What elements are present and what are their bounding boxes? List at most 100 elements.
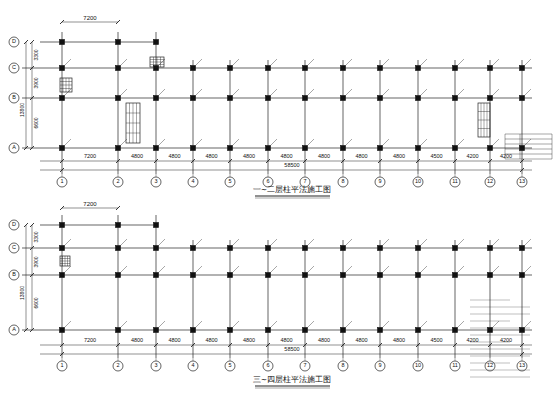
drawing-line [156,358,157,361]
column-mark [191,66,196,71]
axis-number: 12 [487,363,493,369]
axis-number: 4 [191,363,194,369]
column-mark [520,273,525,278]
column-mark [416,66,421,71]
axis-bubble [485,361,495,371]
drawing-line [380,358,381,361]
dimension-text: 7200 [83,201,96,207]
dimension-text: 4800 [205,154,217,160]
drawing-line [305,240,306,358]
column-mark [228,246,233,251]
drawing-line [60,159,64,163]
drawing-line [255,196,330,197]
column-mark [341,66,346,71]
drawing-line [60,206,64,210]
axis-bubble [517,361,527,371]
dimension-text: 4800 [131,154,143,160]
axis-bubble [9,63,19,73]
drawing-line [271,266,277,272]
column-mark [266,96,271,101]
column-mark [453,328,458,333]
drawing-line [525,239,531,245]
column-mark [191,96,196,101]
drawing-line [60,168,64,172]
axis-bubble [338,177,348,187]
drawing-line [520,134,521,159]
drawing-line [196,89,202,95]
drawing-line [418,60,419,174]
drawing-line [118,32,119,174]
drawing-line [490,240,491,358]
drawing-line [522,240,523,358]
column-mark [416,246,421,251]
drawing-line [118,358,119,361]
column-mark [341,328,346,333]
column-mark [60,328,65,333]
drawing-line [159,321,165,327]
column-mark [520,66,525,71]
axis-bubble [151,361,161,371]
dimension-text: 4200 [500,338,512,344]
drawing-line [268,358,269,361]
drawing-line [520,159,524,163]
axis-number: A [12,327,16,333]
drawing-line [196,266,202,272]
column-mark [303,146,308,151]
drawing-line [490,174,491,177]
drawing-line [30,223,34,227]
drawing-line [118,215,119,358]
drawing-line [266,343,270,347]
axis-number: 1 [60,179,63,185]
drawing-line [230,60,231,174]
drawing-line [228,343,232,347]
column-mark [116,223,121,228]
drawing-line [62,22,118,23]
column-mark [60,146,65,151]
drawing-line [60,263,70,264]
drawing-line [343,174,344,177]
drawing-line [421,239,427,245]
drawing-line [522,60,523,174]
column-mark [116,246,121,251]
drawing-line [196,321,202,327]
drawing-line [505,149,552,150]
drawing-line [346,239,352,245]
column-mark [488,246,493,251]
axis-bubble [225,361,235,371]
drawing-line [421,59,427,65]
drawing-line [154,159,158,163]
drawing-line [470,349,530,350]
column-mark [303,328,308,333]
axis-bubble [225,177,235,187]
drawing-line [380,240,381,358]
axis-number: 9 [378,363,381,369]
dimension-text: 4800 [168,338,180,344]
drawing-line [453,159,457,163]
drawing-line [493,59,499,65]
column-mark [266,328,271,333]
drawing-line [233,321,239,327]
drawing-line [116,159,120,163]
drawing-line [552,134,553,159]
drawing-line [154,343,158,347]
drawing-line [416,159,420,163]
drawing-line [308,266,314,272]
axis-bubble [9,325,19,335]
drawing-line [116,343,120,347]
axis-number: C [12,245,16,251]
drawing-line [520,168,524,172]
axis-number: 5 [228,363,231,369]
drawing-line [26,225,27,330]
axis-number: B [12,272,16,278]
drawing-line [193,240,194,358]
drawing-line [383,89,389,95]
drawing-line [455,358,456,361]
dimension-text: 4800 [280,154,292,160]
dimension-text: 3300 [34,231,39,242]
drawing-line [191,159,195,163]
drawing-line [470,300,510,301]
column-mark [488,146,493,151]
drawing-line [62,208,118,209]
axis-number: D [12,39,16,45]
